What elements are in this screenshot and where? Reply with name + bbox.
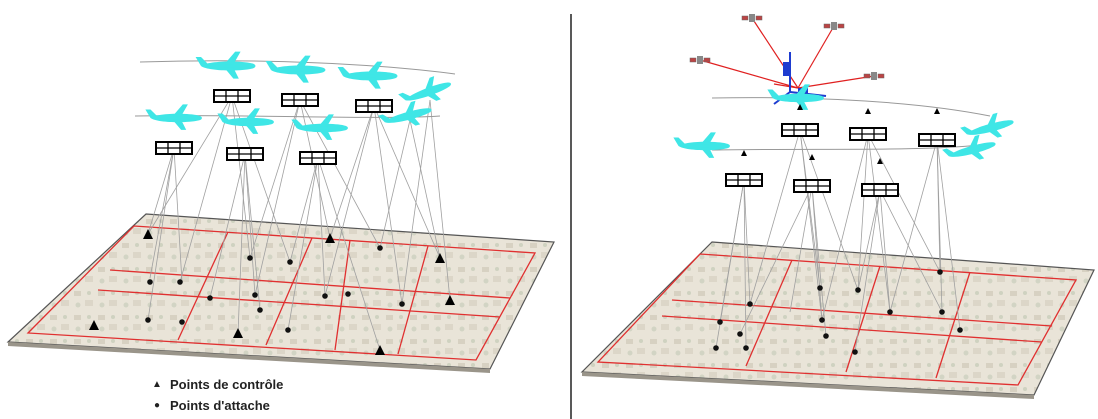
plane-icon	[396, 71, 455, 113]
dot-icon	[377, 245, 383, 251]
dot-icon	[823, 333, 829, 339]
satellite-rays	[699, 17, 875, 89]
right-panel	[580, 13, 1095, 399]
legend: ▲ Points de contrôle ● Points d'attache	[150, 374, 283, 416]
satellite-icon	[823, 21, 845, 31]
left-grid	[26, 225, 537, 361]
left-panel	[6, 51, 555, 373]
left-tie-points	[145, 245, 405, 333]
dot-icon	[743, 345, 749, 351]
dot-icon	[207, 295, 213, 301]
plane-icon	[958, 109, 1017, 147]
right-aircraft	[673, 84, 1017, 169]
triangle-icon	[325, 233, 335, 243]
legend-label-control-points: Points de contrôle	[170, 377, 284, 392]
dot-icon	[819, 317, 825, 323]
triangle-icon: ▲	[152, 379, 162, 390]
dot-icon	[737, 331, 743, 337]
frame-icon	[213, 89, 251, 103]
plane-icon	[195, 51, 256, 79]
satellite-icon	[741, 13, 763, 23]
frame-icon	[355, 99, 393, 113]
frame-icon	[155, 141, 193, 155]
left-control-points	[89, 229, 455, 355]
frame-icon	[793, 179, 831, 193]
legend-row-tie-points: ● Points d'attache	[150, 395, 283, 416]
right-grid	[596, 253, 1078, 386]
satellite-icon	[689, 55, 711, 65]
dot-icon	[252, 292, 258, 298]
dot-icon	[855, 287, 861, 293]
dot-icon	[345, 291, 351, 297]
triangle-icon	[435, 253, 445, 263]
dot-icon	[399, 301, 405, 307]
plane-icon	[217, 108, 274, 134]
triangle-icon	[233, 328, 243, 338]
legend-label-tie-points: Points d'attache	[170, 398, 270, 413]
gnss-antennas	[741, 104, 940, 164]
left-photo-frames	[155, 89, 393, 165]
right-tie-points	[713, 269, 963, 355]
dot-icon	[285, 327, 291, 333]
dot-icon	[817, 285, 823, 291]
satellite-icon	[863, 71, 885, 81]
right-photo-frames	[725, 123, 956, 197]
plane-icon	[265, 55, 326, 83]
triangle-icon	[445, 295, 455, 305]
frame-icon	[226, 147, 264, 161]
triangle-icon	[375, 345, 385, 355]
frame-icon	[918, 133, 956, 147]
dot-icon	[287, 259, 293, 265]
right-ground-plane	[580, 241, 1095, 396]
dot-icon	[747, 301, 753, 307]
frame-icon	[281, 93, 319, 107]
dot-icon	[247, 255, 253, 261]
legend-row-control-points: ▲ Points de contrôle	[150, 374, 283, 395]
dot-icon	[179, 319, 185, 325]
dot-icon	[939, 309, 945, 315]
dot-icon	[713, 345, 719, 351]
dot-icon	[257, 307, 263, 313]
triangle-icon	[143, 229, 153, 239]
dot-icon	[887, 309, 893, 315]
dot-icon	[717, 319, 723, 325]
frame-icon	[849, 127, 887, 141]
frame-icon	[781, 123, 819, 137]
dot-icon	[957, 327, 963, 333]
plane-icon	[673, 132, 730, 158]
dot-icon	[322, 293, 328, 299]
dot-icon	[177, 279, 183, 285]
frame-icon	[299, 151, 337, 165]
plane-icon	[145, 104, 202, 130]
dot-icon	[852, 349, 858, 355]
dot-icon: ●	[153, 400, 161, 411]
dot-icon	[147, 279, 153, 285]
plane-icon	[767, 84, 824, 110]
dot-icon	[145, 317, 151, 323]
frame-icon	[861, 183, 899, 197]
triangle-icon	[89, 320, 99, 330]
frame-icon	[725, 173, 763, 187]
dot-icon	[937, 269, 943, 275]
